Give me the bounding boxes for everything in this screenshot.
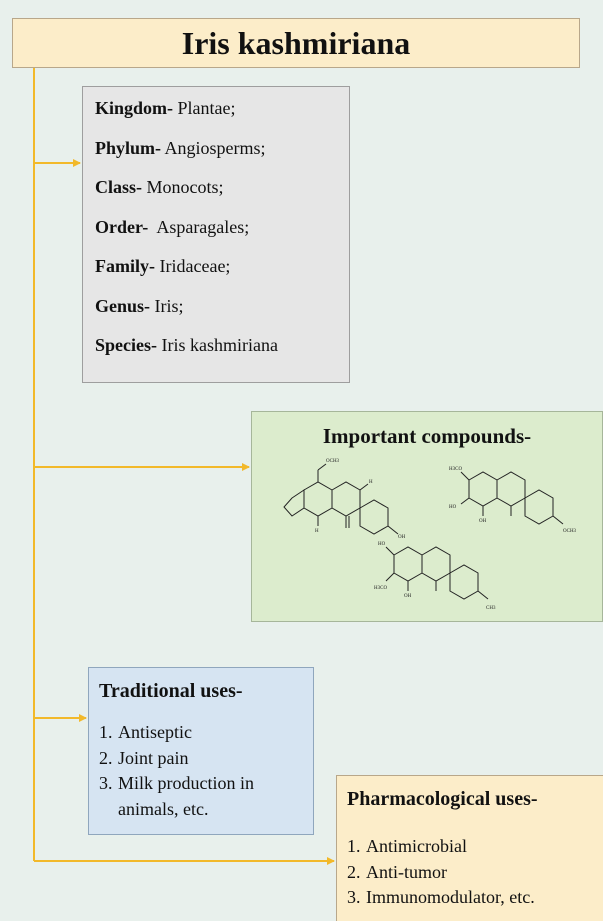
item-number xyxy=(99,797,118,823)
list-item: 2.Anti-tumor xyxy=(347,860,535,886)
traditional-uses-box: Traditional uses- 1.Antiseptic 2.Joint p… xyxy=(88,667,314,835)
atom-label: OH xyxy=(404,594,412,599)
item-text: Antiseptic xyxy=(118,722,192,742)
rank-value: Iris kashmiriana xyxy=(157,335,278,355)
traditional-uses-list: 1.Antiseptic 2.Joint pain 3.Milk product… xyxy=(99,720,254,822)
rank-label: Kingdom- xyxy=(95,98,174,118)
item-text: Anti-tumor xyxy=(366,861,447,882)
compounds-title: Important compounds- xyxy=(322,424,532,448)
atom-label: CH3 xyxy=(486,606,496,611)
molecule-1-structure: OCH3 H H OH xyxy=(283,459,406,540)
taxonomy-row-order: Order- Asparagales; xyxy=(95,216,349,256)
rank-label: Phylum- xyxy=(95,137,162,158)
taxonomy-row-family: Family- Iridaceae; xyxy=(95,255,349,295)
atom-label: OH xyxy=(479,519,487,524)
title-box: Iris kashmiriana xyxy=(12,18,580,68)
rank-label: Order- xyxy=(95,216,149,237)
molecule-2-structure: H3CO HO OH OCH3 xyxy=(449,467,577,534)
item-text: animals, etc. xyxy=(118,798,209,819)
pharmacological-uses-title: Pharmacological uses- xyxy=(347,788,538,810)
rank-value: Asparagales; xyxy=(148,216,250,237)
taxonomy-row-class: Class- Monocots; xyxy=(95,176,349,216)
taxonomy-row-phylum: Phylum- Angiosperms; xyxy=(95,137,349,177)
list-item: 3.Immunomodulator, etc. xyxy=(347,885,535,911)
molecule-3-structure: HO H3CO OH CH3 xyxy=(374,542,496,611)
item-number: 2. xyxy=(347,861,361,882)
pharmacological-uses-box: Pharmacological uses- 1.Antimicrobial 2.… xyxy=(336,775,603,921)
taxonomy-row-kingdom: Kingdom- Plantae; xyxy=(95,97,349,137)
list-item: 1.Antiseptic xyxy=(99,720,254,746)
atom-label: OCH3 xyxy=(563,529,577,534)
atom-label: OCH3 xyxy=(326,459,340,464)
list-item: 1.Antimicrobial xyxy=(347,834,535,860)
list-item: 2.Joint pain xyxy=(99,746,254,772)
item-text: Immunomodulator, etc. xyxy=(366,887,535,907)
atom-label: OH xyxy=(398,535,406,540)
page-title: Iris kashmiriana xyxy=(181,24,411,61)
atom-label: HO xyxy=(378,542,386,547)
list-item: animals, etc. xyxy=(99,797,254,823)
traditional-uses-title: Traditional uses- xyxy=(99,680,243,702)
pharmacological-uses-list: 1.Antimicrobial 2.Anti-tumor 3.Immunomod… xyxy=(347,834,535,911)
rank-label: Genus- xyxy=(95,295,151,316)
compounds-box: Important compounds- OCH3 H H OH xyxy=(251,411,603,622)
item-text: Joint pain xyxy=(118,747,189,768)
rank-value: Iridaceae; xyxy=(155,256,231,276)
rank-label: Species- xyxy=(95,335,157,355)
item-number: 2. xyxy=(99,747,113,768)
atom-label: H xyxy=(369,480,373,485)
taxonomy-row-genus: Genus- Iris; xyxy=(95,295,349,335)
atom-label: HO xyxy=(449,505,457,510)
rank-value: Monocots; xyxy=(142,177,224,197)
rank-value: Angiosperms; xyxy=(161,137,266,158)
atom-label: H3CO xyxy=(449,467,462,472)
rank-label: Family- xyxy=(95,256,155,276)
list-item: 3.Milk production in xyxy=(99,771,254,797)
rank-value: Iris; xyxy=(150,295,184,316)
item-number: 3. xyxy=(99,773,113,793)
item-text: Milk production in xyxy=(118,773,254,793)
taxonomy-row-species: Species- Iris kashmiriana xyxy=(95,334,349,374)
item-number: 3. xyxy=(347,887,361,907)
item-number: 1. xyxy=(99,722,113,742)
taxonomy-box: Kingdom- Plantae; Phylum- Angiosperms; C… xyxy=(82,86,350,383)
item-text: Antimicrobial xyxy=(366,836,467,856)
rank-label: Class- xyxy=(95,177,143,197)
atom-label: H xyxy=(315,529,319,534)
item-number: 1. xyxy=(347,836,361,856)
rank-value: Plantae; xyxy=(173,98,236,118)
atom-label: H3CO xyxy=(374,586,387,591)
